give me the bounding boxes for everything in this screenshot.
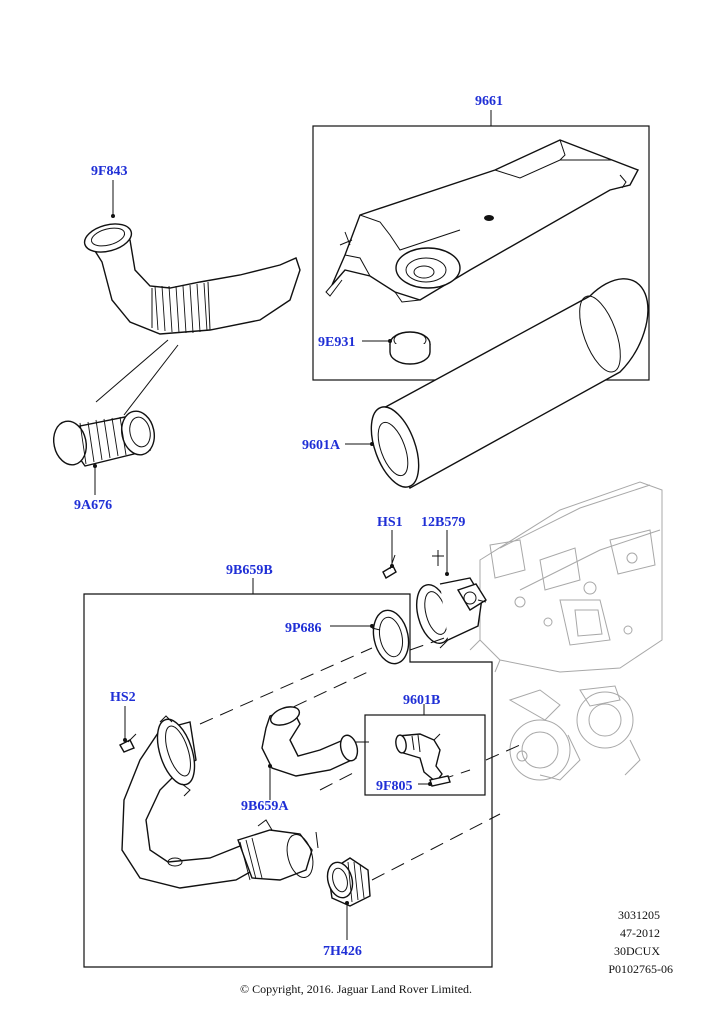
engine-cover xyxy=(325,139,639,303)
reference-line-3: 30DCUX xyxy=(614,944,660,958)
callout-9b659a[interactable]: 9B659A xyxy=(241,799,289,814)
callout-9601b[interactable]: 9601B xyxy=(403,693,440,708)
hose-9b659a xyxy=(261,706,359,777)
connector-9601b xyxy=(395,733,443,784)
callout-hs1[interactable]: HS1 xyxy=(377,515,403,530)
bellows-9a676 xyxy=(52,410,156,467)
turbocharger-background xyxy=(508,685,641,781)
callout-7h426[interactable]: 7H426 xyxy=(323,944,362,959)
callout-9601a[interactable]: 9601A xyxy=(302,438,341,453)
inlet-duct-9f843 xyxy=(83,223,301,335)
assembly-alignment-lines xyxy=(199,635,521,881)
screw-hs2 xyxy=(119,733,137,753)
reference-line-4: P0102765-06 xyxy=(608,962,673,976)
air-filter-element xyxy=(370,278,649,490)
o-ring-9p686 xyxy=(371,609,410,665)
reference-line-2: 47-2012 xyxy=(620,926,660,940)
reference-line-1: 3031205 xyxy=(618,908,660,922)
callout-9661[interactable]: 9661 xyxy=(475,94,503,109)
mass-air-flow-sensor xyxy=(416,550,487,649)
callout-9f843[interactable]: 9F843 xyxy=(91,164,128,179)
callout-9e931[interactable]: 9E931 xyxy=(318,335,355,350)
callout-9p686[interactable]: 9P686 xyxy=(285,621,322,636)
duct-group-frame xyxy=(83,593,493,968)
screw-hs1 xyxy=(382,554,397,579)
callout-9b659b[interactable]: 9B659B xyxy=(226,563,273,578)
clamp-7h426 xyxy=(326,857,371,907)
callout-12b579[interactable]: 12B579 xyxy=(421,515,465,530)
reference-block: 3031205 47-2012 30DCUX P0102765-06 xyxy=(608,908,673,976)
copyright-notice: © Copyright, 2016. Jaguar Land Rover Lim… xyxy=(240,982,472,996)
connector-group-frame xyxy=(364,714,486,796)
callout-hs2[interactable]: HS2 xyxy=(110,690,136,705)
callout-9a676[interactable]: 9A676 xyxy=(74,498,112,513)
seal-9e931 xyxy=(389,331,431,365)
engine-block-background xyxy=(469,481,663,673)
outlet-duct xyxy=(121,715,319,889)
callout-9f805[interactable]: 9F805 xyxy=(376,779,413,794)
